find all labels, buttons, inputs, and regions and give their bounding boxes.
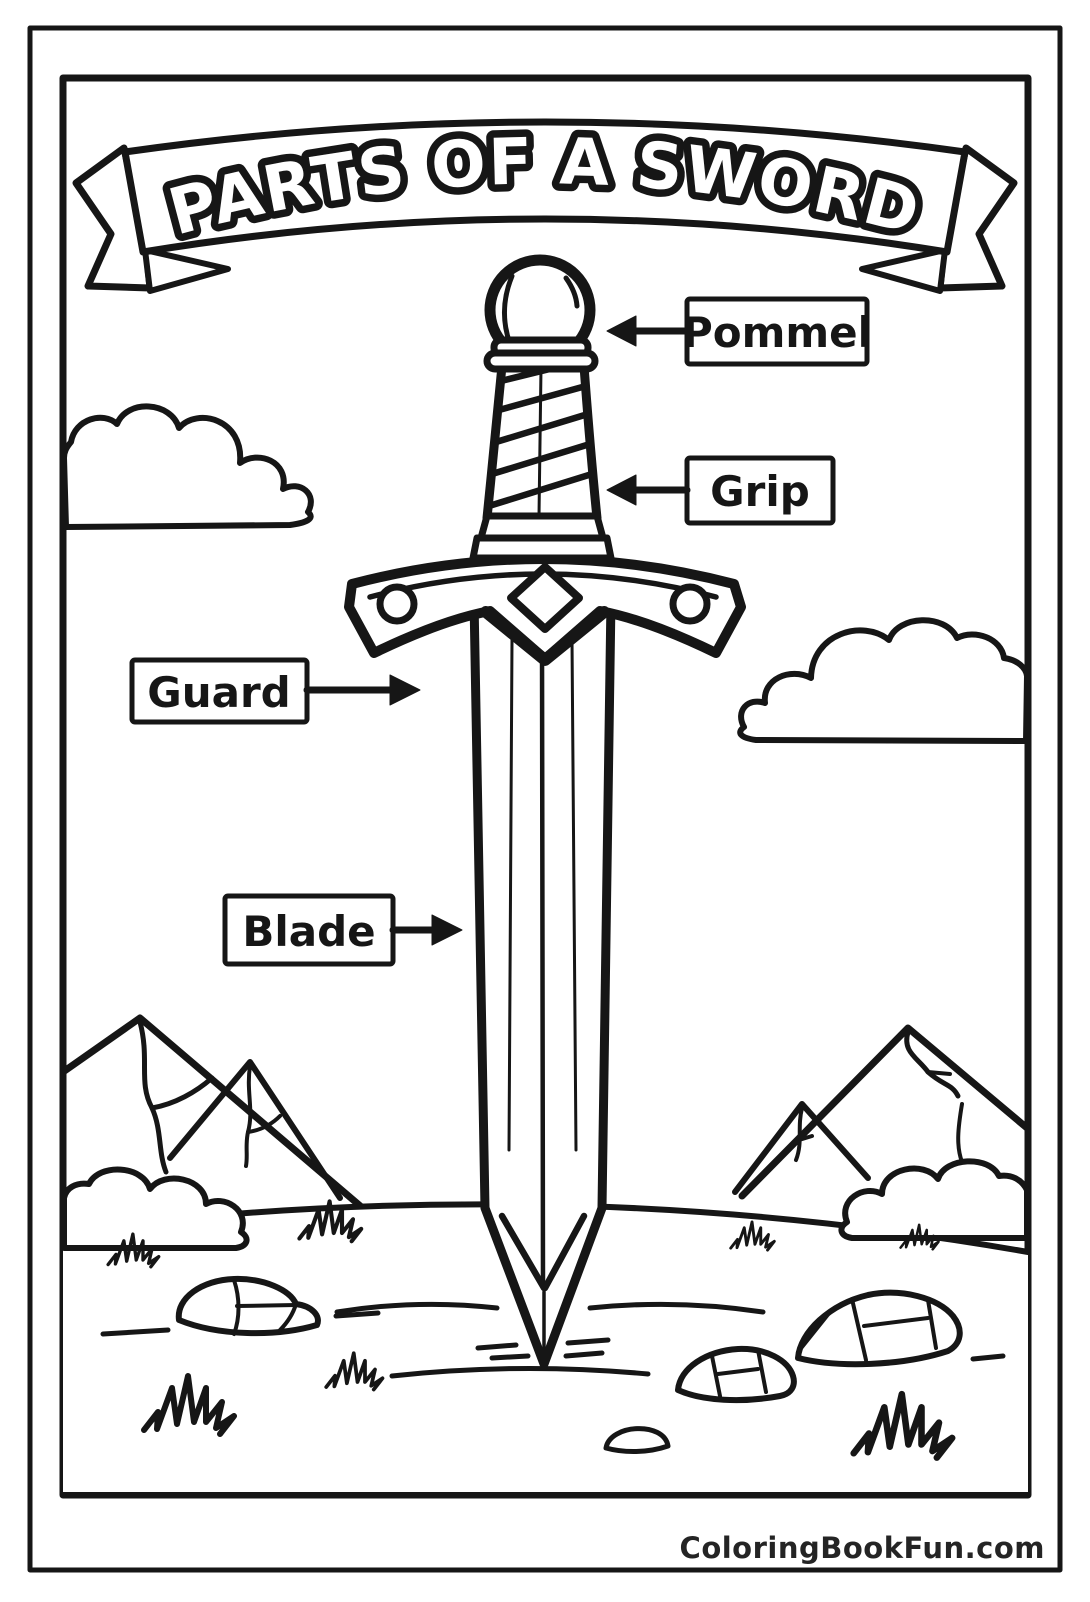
label-pommel: Pommel (606, 296, 872, 367)
pommel-collar-2 (483, 349, 599, 373)
pommel-drawing (483, 254, 599, 373)
blade-arrow-head (431, 914, 463, 946)
mountain-range-left (59, 1014, 369, 1214)
pommel-label-text: Pommel (682, 308, 872, 357)
rock-icon-left (175, 1275, 321, 1337)
ground-dashes (100, 1310, 1006, 1362)
banner-band (121, 118, 969, 256)
mountain-range-right (732, 1024, 1031, 1200)
footer-watermark: ColoringBookFun.com (680, 1531, 1045, 1565)
guard-diamond (507, 563, 583, 633)
blade-label-text: Blade (242, 907, 375, 956)
sword-illustration (344, 254, 746, 1369)
banner-fold-right (859, 247, 948, 294)
guard-arrow-head (389, 674, 421, 706)
cloud-icon-right (737, 617, 1030, 744)
bush-icon-left (61, 1166, 250, 1251)
guard-rivet-left (376, 583, 418, 625)
bush-icon-right (838, 1158, 1030, 1241)
grip-drawing (469, 361, 615, 562)
outer-frame (27, 25, 1063, 1573)
grip-collar-lower-2 (469, 534, 615, 562)
guard-label-text: Guard (147, 668, 291, 717)
label-blade: Blade (222, 893, 463, 967)
cloud-icon-left (61, 403, 314, 530)
rock-icon-right (795, 1289, 963, 1368)
label-guard: Guard (129, 657, 421, 725)
inner-frame (59, 74, 1032, 1499)
grip-label-text: Grip (710, 467, 810, 516)
ground-ripple-lines (334, 1301, 766, 1379)
rock-icon-center (675, 1345, 797, 1404)
guard-rivet-right (669, 583, 711, 625)
label-grip: Grip (606, 455, 836, 526)
grip-arrow-head (606, 474, 637, 506)
impact-lines (475, 1337, 611, 1361)
banner-fold-left (142, 247, 231, 294)
pommel-arrow-head (606, 315, 637, 347)
pebble-icon (603, 1426, 671, 1454)
